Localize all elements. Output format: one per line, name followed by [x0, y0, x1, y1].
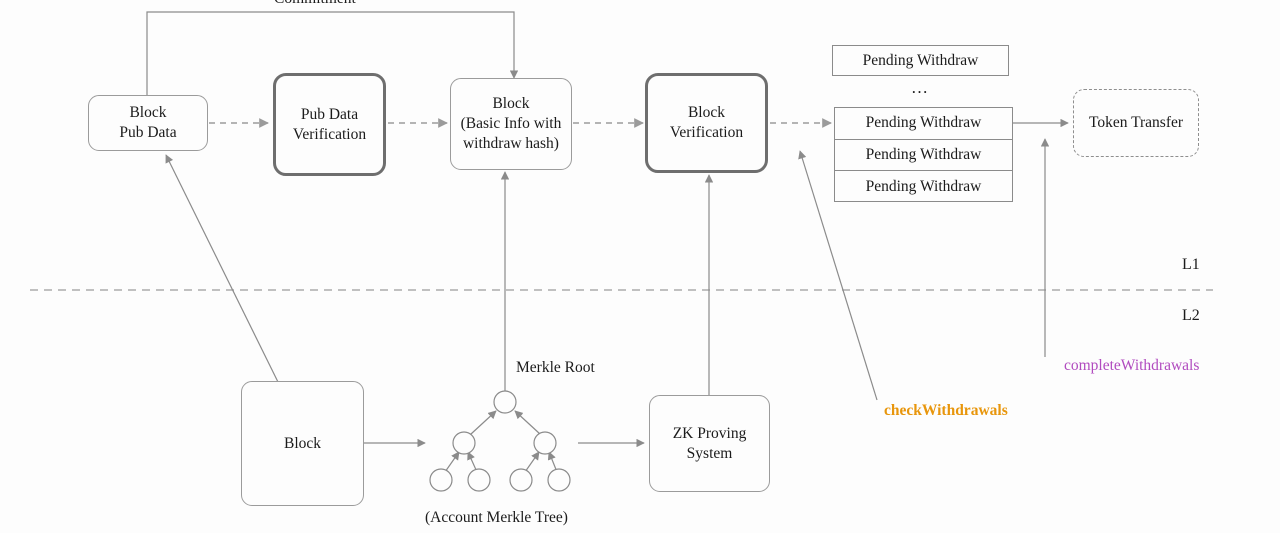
- pending-withdraw-row-3[interactable]: Pending Withdraw: [865, 177, 982, 195]
- merkle-node-leaf-1: [429, 468, 453, 492]
- merkle-node-leaf-4: [547, 468, 571, 492]
- merkle-node-mid-right: [533, 431, 557, 455]
- node-block-pub-data-line2: Pub Data: [119, 124, 177, 141]
- merkle-edge-leaf2: [467, 451, 478, 473]
- node-zk-proving-line2: System: [686, 444, 733, 462]
- merkle-edge-mid1: [470, 410, 497, 435]
- annotation-complete-withdrawals: completeWithdrawals: [1064, 357, 1200, 374]
- pending-withdraw-row-2[interactable]: Pending Withdraw: [835, 140, 1012, 171]
- label-ellipsis: …: [911, 78, 930, 97]
- commitment-path: [146, 11, 519, 95]
- node-block-basic-info[interactable]: Block (Basic Info with withdraw hash): [450, 78, 572, 170]
- node-block-pub-data-line1: Block: [129, 104, 167, 122]
- node-token-transfer[interactable]: Token Transfer: [1073, 89, 1199, 157]
- label-l1: L1: [1182, 256, 1200, 273]
- pending-withdraw-row-1[interactable]: Pending Withdraw: [835, 108, 1012, 140]
- node-pub-data-verification-line1: Pub Data: [300, 105, 359, 123]
- merkle-edge-leaf3: [524, 451, 540, 473]
- node-pub-data-verification[interactable]: Pub Data Verification: [273, 73, 386, 176]
- label-l2: L2: [1182, 307, 1200, 324]
- merkle-edge-mid2: [514, 410, 541, 435]
- node-zk-proving-system[interactable]: ZK Proving System: [649, 395, 770, 492]
- label-commitment: Commitment: [274, 0, 356, 8]
- arrow-check-withdrawals: [798, 150, 878, 401]
- node-block-l2[interactable]: Block: [241, 381, 364, 506]
- node-block-basic-line3: withdraw hash): [462, 134, 559, 152]
- node-block-basic-line1: Block: [492, 95, 530, 113]
- label-account-merkle-tree: (Account Merkle Tree): [425, 509, 568, 526]
- node-zk-proving-line1: ZK Proving: [672, 424, 747, 442]
- annotation-check-withdrawals: checkWithdrawals: [884, 402, 1008, 419]
- pending-withdraw-top[interactable]: Pending Withdraw: [832, 45, 1009, 76]
- node-block-verification-line2: Verification: [669, 124, 744, 141]
- node-block-verification[interactable]: Block Verification: [645, 73, 768, 173]
- node-block-basic-line2: (Basic Info with: [460, 115, 562, 133]
- node-pub-data-verification-line2: Verification: [292, 125, 367, 143]
- label-merkle-root: Merkle Root: [516, 359, 595, 376]
- merkle-edge-leaf1: [444, 451, 460, 473]
- pending-withdraw-stack[interactable]: Pending Withdraw Pending Withdraw Pendin…: [834, 107, 1013, 202]
- merkle-node-leaf-3: [509, 468, 533, 492]
- arrow-l2block-to-pubdata: [165, 154, 279, 383]
- merkle-node-mid-left: [452, 431, 476, 455]
- node-block-verification-line1: Block: [687, 104, 725, 122]
- merkle-edge-leaf4: [547, 451, 558, 473]
- node-block-pub-data[interactable]: Block Pub Data: [88, 95, 208, 151]
- merkle-node-root: [493, 390, 517, 414]
- merkle-node-leaf-2: [467, 468, 491, 492]
